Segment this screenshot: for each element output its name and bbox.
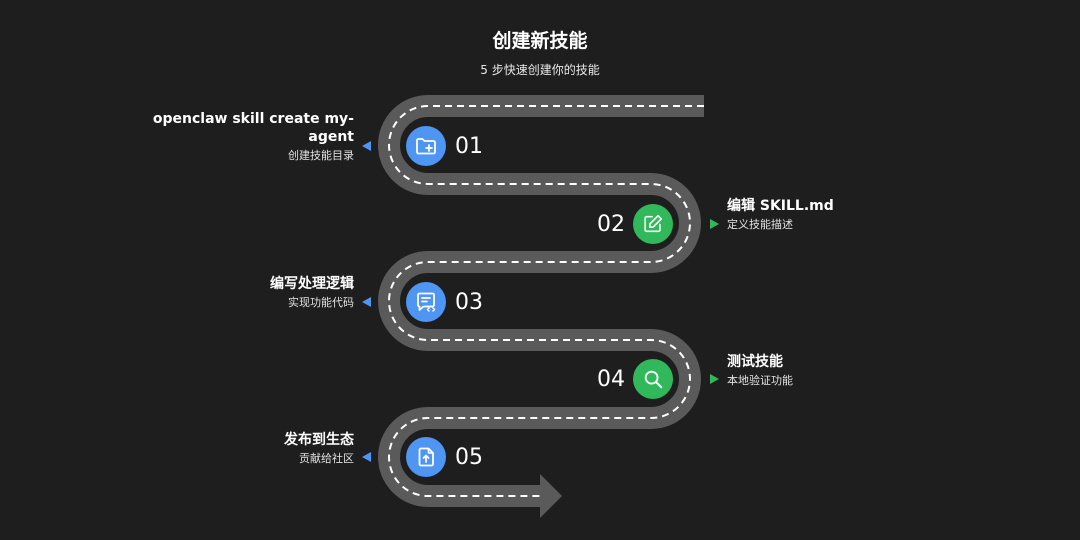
- step-3-label: 编写处理逻辑 实现功能代码: [134, 275, 354, 311]
- step-4-number: 04: [597, 367, 625, 392]
- step-5-desc: 贡献给社区: [299, 452, 354, 465]
- page-subtitle: 5 步快速创建你的技能: [480, 63, 600, 77]
- step-4-title: 测试技能: [727, 354, 783, 370]
- step-2-number: 02: [597, 212, 625, 237]
- road-center-dashes: [388, 105, 704, 497]
- step-2-badge: [633, 204, 673, 244]
- folder-plus-icon: [416, 138, 436, 155]
- step-1-pointer: [362, 141, 371, 151]
- step-3-number: 03: [455, 290, 483, 315]
- step-1-badge: [406, 126, 446, 166]
- step-5-number: 05: [455, 445, 483, 470]
- step-3-pointer: [362, 297, 371, 307]
- road-arrow-head: [540, 474, 562, 518]
- step-2-label: 编辑 SKILL.md 定义技能描述: [727, 197, 947, 233]
- edit-icon: [644, 214, 663, 233]
- step-3-desc: 实现功能代码: [288, 296, 354, 309]
- step-2-title: 编辑 SKILL.md: [727, 198, 834, 214]
- step-3-title: 编写处理逻辑: [270, 276, 354, 292]
- step-5-badge: [406, 437, 446, 477]
- search-icon: [644, 370, 663, 389]
- step-1-number: 01: [455, 134, 483, 159]
- step-1-label: openclaw skill create my-agent 创建技能目录: [134, 110, 354, 164]
- code-message-icon: [417, 292, 436, 312]
- step-4-pointer: [710, 374, 719, 384]
- step-5-pointer: [362, 452, 371, 462]
- step-5-title: 发布到生态: [284, 432, 354, 448]
- step-4-badge: [633, 359, 673, 399]
- step-2-desc: 定义技能描述: [727, 218, 793, 231]
- step-4-desc: 本地验证功能: [727, 374, 793, 387]
- step-1-title: openclaw skill create my-agent: [152, 111, 354, 145]
- page-title: 创建新技能: [492, 30, 588, 52]
- file-upload-icon: [418, 447, 434, 467]
- step-4-label: 测试技能 本地验证功能: [727, 353, 947, 389]
- step-5-label: 发布到生态 贡献给社区: [134, 431, 354, 467]
- step-3-badge: [406, 282, 446, 322]
- step-1-desc: 创建技能目录: [288, 149, 354, 162]
- step-2-pointer: [710, 219, 719, 229]
